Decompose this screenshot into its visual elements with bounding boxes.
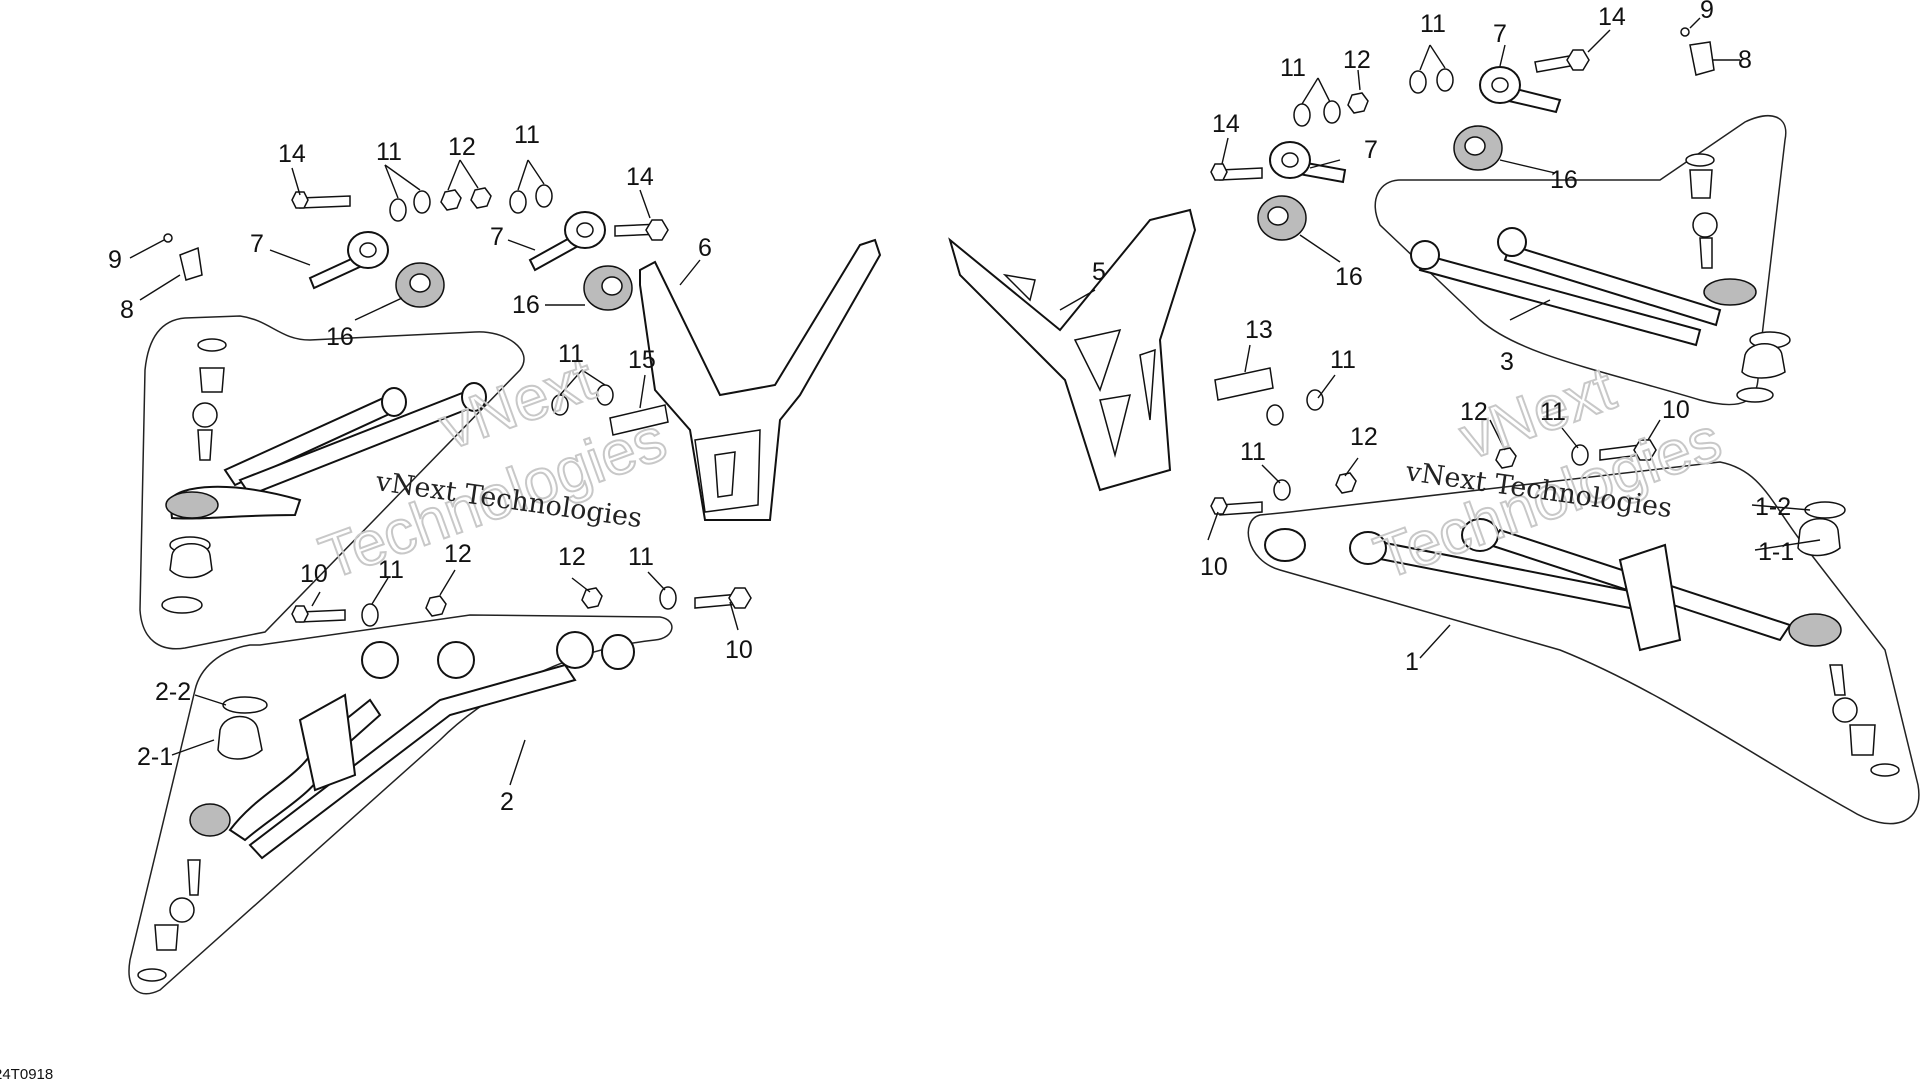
watermark: Technologies vNext vNext Technologies Te… xyxy=(310,343,1731,594)
right-upper-arm-group xyxy=(1374,115,1791,406)
callout-left-14b: 14 xyxy=(626,163,654,191)
callout-right-14b: 14 xyxy=(1212,110,1240,138)
callout-left-11c: 11 xyxy=(558,340,584,368)
left-lower-balljoint xyxy=(137,696,268,982)
callout-left-16a: 16 xyxy=(326,323,354,351)
leader-lines xyxy=(129,17,1821,786)
callout-right-11e: 11 xyxy=(1240,438,1266,466)
callout-right-9: 9 xyxy=(1700,0,1714,24)
callout-right-11d: 11 xyxy=(1540,398,1566,426)
left-upper-balljoint xyxy=(161,338,227,614)
callout-left-16b: 16 xyxy=(512,291,540,319)
callout-left-11d: 11 xyxy=(378,556,404,584)
callout-right-7b: 7 xyxy=(1364,136,1378,164)
callout-right-8: 8 xyxy=(1738,46,1752,74)
callout-right-7a: 7 xyxy=(1493,20,1507,48)
left-upper-arm-group xyxy=(139,315,525,650)
callout-right-11a: 11 xyxy=(1420,10,1446,38)
right-upper-balljoint xyxy=(1685,153,1791,403)
callout-right-11c: 11 xyxy=(1330,346,1356,374)
callouts-right: 11 7 14 9 11 12 8 14 7 16 5 16 13 11 3 1… xyxy=(1092,0,1794,676)
plate-5 xyxy=(948,208,1197,492)
callout-left-14a: 14 xyxy=(278,140,306,168)
right-lower-arm xyxy=(1264,518,1842,652)
right-lower-balljoint xyxy=(1797,501,1900,777)
left-upper-arm xyxy=(165,382,487,520)
callout-right-1: 1 xyxy=(1405,648,1419,676)
callout-left-10b: 10 xyxy=(725,636,753,664)
callout-right-12a: 12 xyxy=(1343,46,1371,74)
callout-left-6: 6 xyxy=(698,234,712,262)
callout-right-10a: 10 xyxy=(1662,396,1690,424)
callout-left-7b: 7 xyxy=(490,223,504,251)
callout-right-1-1: 1-1 xyxy=(1758,538,1794,566)
diagram-code: 24T0918 xyxy=(0,1066,53,1082)
callout-right-1-2: 1-2 xyxy=(1755,493,1791,521)
callout-right-16a: 16 xyxy=(1550,166,1578,194)
bracket-6 xyxy=(639,238,882,521)
callout-left-2: 2 xyxy=(500,788,514,816)
callout-right-10b: 10 xyxy=(1200,553,1228,581)
callout-right-13: 13 xyxy=(1245,316,1273,344)
left-upper-arm-outline xyxy=(139,315,525,650)
callout-left-11b: 11 xyxy=(514,121,540,149)
right-lower-arm-group xyxy=(1247,461,1920,825)
callout-left-15: 15 xyxy=(628,346,656,374)
callout-left-11e: 11 xyxy=(628,543,654,571)
callout-left-9: 9 xyxy=(108,246,122,274)
callout-right-16b: 16 xyxy=(1335,263,1363,291)
left-lower-arm xyxy=(189,631,635,860)
left-lower-arm-outline xyxy=(128,614,673,995)
callout-left-12b: 12 xyxy=(444,540,472,568)
right-hardware-top xyxy=(1210,27,1715,516)
callout-left-10a: 10 xyxy=(300,560,328,588)
left-hardware-top xyxy=(163,184,669,436)
callout-right-11b: 11 xyxy=(1280,54,1306,82)
left-lower-arm-group xyxy=(128,586,752,995)
callouts-left: 14 11 12 11 14 9 7 7 6 8 16 16 11 15 10 … xyxy=(108,121,753,816)
right-lower-arm-outline xyxy=(1247,461,1920,825)
right-upper-arm xyxy=(1410,227,1757,347)
callout-right-5: 5 xyxy=(1092,258,1106,286)
callout-right-12b: 12 xyxy=(1460,398,1488,426)
callout-left-8: 8 xyxy=(120,296,134,324)
callout-right-12c: 12 xyxy=(1350,423,1378,451)
callout-left-7a: 7 xyxy=(250,230,264,258)
callout-left-2-2: 2-2 xyxy=(155,678,191,706)
callout-left-12c: 12 xyxy=(558,543,586,571)
callout-right-14a: 14 xyxy=(1598,3,1626,31)
callout-left-12a: 12 xyxy=(448,133,476,161)
callout-left-11a: 11 xyxy=(376,138,402,166)
callout-left-2-1: 2-1 xyxy=(137,743,173,771)
right-upper-arm-outline xyxy=(1374,115,1787,406)
callout-right-3: 3 xyxy=(1500,348,1514,376)
